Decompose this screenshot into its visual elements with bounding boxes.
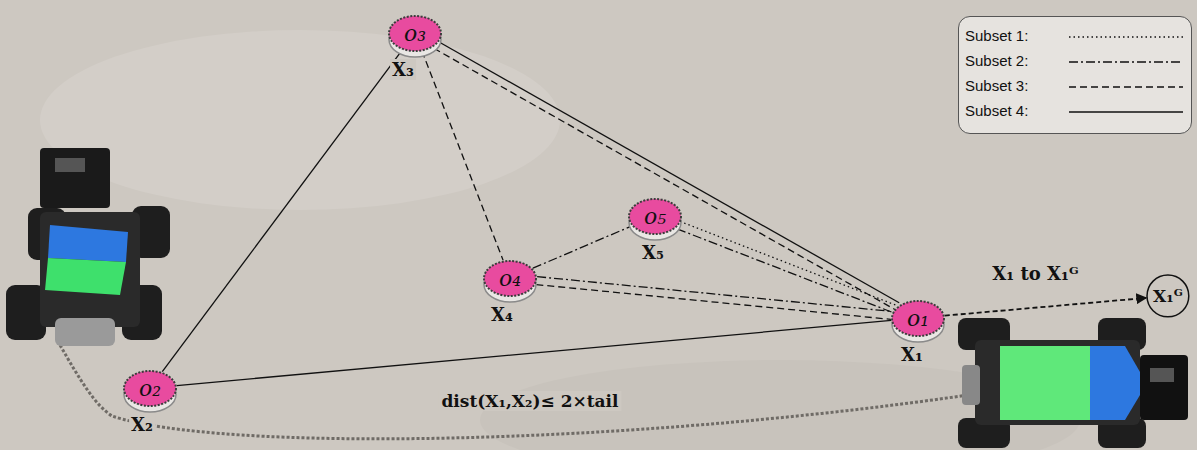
car-deck-blue [1090, 346, 1140, 420]
goal-circle: X₁ᴳ [1146, 274, 1190, 318]
connector-line [537, 277, 892, 312]
tail-chain [60, 345, 975, 439]
legend-text: Subset 1: [965, 27, 1028, 44]
object-name: o₁ [907, 306, 929, 331]
connector-line [434, 48, 895, 309]
position-label: X₁ [899, 344, 925, 365]
bumper [55, 318, 115, 346]
object-disc: o₃X₃ [388, 15, 442, 58]
object-disc: o₄X₄ [483, 260, 537, 303]
disc-top [124, 371, 176, 406]
legend-entry: Subset 1: [965, 25, 1187, 47]
connector-line [162, 49, 402, 371]
battery-box [40, 148, 110, 208]
battery-box [1140, 355, 1188, 420]
battery-detail [1150, 368, 1174, 382]
connector-line [945, 298, 1146, 316]
object-name: X₁ᴳ [1153, 286, 1183, 306]
car-deck-blue [48, 225, 128, 262]
bumper [962, 365, 980, 405]
chassis [975, 340, 1140, 425]
legend-entry: Subset 4: [965, 100, 1187, 122]
object-disc: o₅X₅ [628, 198, 682, 241]
legend-box: Subset 1: Subset 2: Subset 3: Subset 4: [958, 16, 1192, 134]
legend-entry: Subset 3: [965, 75, 1187, 97]
disc-top [484, 261, 536, 296]
edge-label: X₁ to X₁ᴳ [989, 262, 1081, 283]
connector-line [680, 221, 896, 305]
legend-text: Subset 3: [965, 77, 1028, 94]
position-label: X₃ [390, 59, 416, 80]
robot-car [6, 148, 170, 346]
connector-line [536, 285, 891, 320]
car-deck-green [1000, 346, 1090, 420]
legend-text: Subset 2: [965, 52, 1028, 69]
distance-note: dist(X₁,X₂)≤ 2×tail [438, 391, 621, 411]
legend-sample [1065, 25, 1187, 47]
legend-line [1069, 36, 1183, 37]
legend-text: Subset 4: [965, 102, 1028, 119]
legend-sample [1065, 100, 1187, 122]
position-label: X₂ [129, 414, 155, 435]
legend-line [1069, 111, 1183, 112]
connector-line [438, 41, 899, 302]
legend-line [1069, 86, 1183, 87]
disc-top [892, 301, 944, 336]
robot-car [958, 318, 1188, 448]
object-name: o₄ [499, 266, 521, 291]
legend-sample [1065, 75, 1187, 97]
legend-entry: Subset 2: [965, 50, 1187, 72]
battery-detail [55, 158, 85, 172]
legend-sample [1065, 50, 1187, 72]
object-disc: o₂X₂ [123, 370, 177, 413]
connector-line [677, 229, 893, 313]
car-deck-green [45, 258, 126, 295]
object-disc: o₁X₁ [891, 300, 945, 343]
connector-line [533, 226, 632, 268]
connector-line [177, 320, 891, 385]
floor-patch [40, 30, 560, 210]
disc-top [629, 199, 681, 234]
position-label: X₄ [489, 304, 515, 325]
goal-outline [1147, 275, 1189, 317]
object-name: o₂ [139, 376, 161, 401]
disc-top [389, 16, 441, 51]
chassis [40, 212, 140, 327]
object-name: o₅ [644, 204, 666, 229]
connector-line [422, 51, 503, 260]
position-label: X₅ [640, 242, 666, 263]
legend-line [1069, 61, 1183, 62]
object-name: o₃ [404, 21, 426, 46]
